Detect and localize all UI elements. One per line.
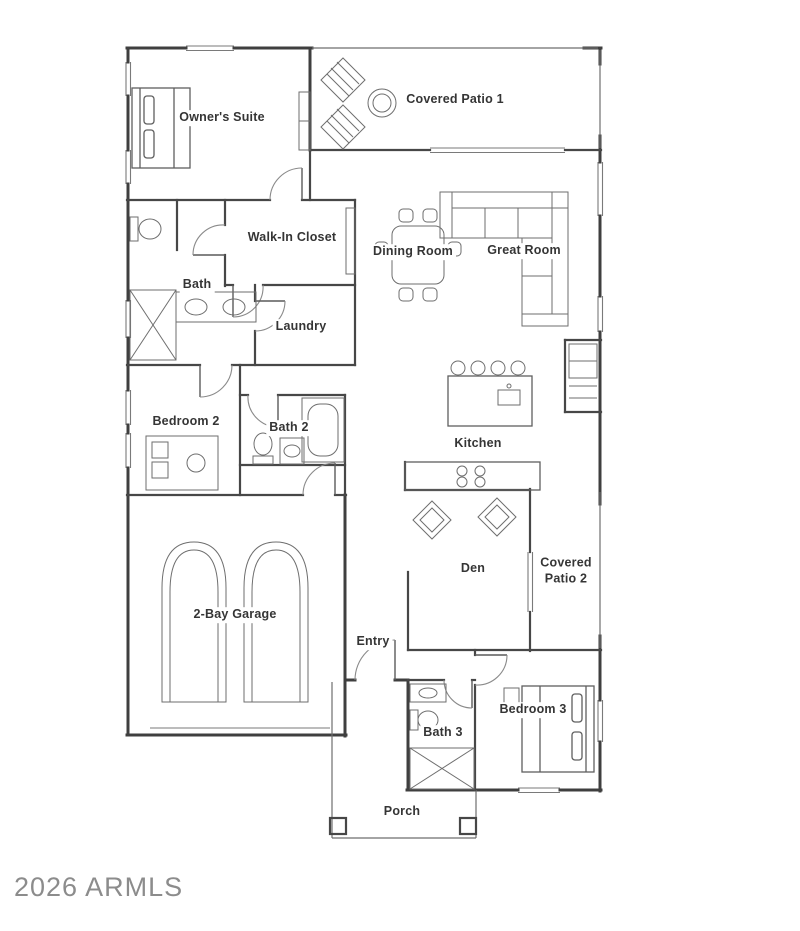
room-label-covered-patio-2: Covered Patio 2 <box>537 555 595 587</box>
desk-icon <box>145 435 219 491</box>
sink-3-icon <box>409 683 447 703</box>
armchair-icon <box>412 497 517 540</box>
patio-chairs-icon <box>320 57 366 150</box>
bed-icon <box>131 87 191 169</box>
room-label-den: Den <box>457 561 489 577</box>
sink-2-icon <box>279 437 305 465</box>
patio-table-icon <box>367 88 397 118</box>
toilet-2-icon <box>252 432 274 465</box>
toilet-icon <box>129 216 162 242</box>
room-label-entry: Entry <box>353 634 393 650</box>
cooktop-icon <box>404 461 541 491</box>
kitchen-island-icon <box>447 360 533 427</box>
dresser-icon <box>298 91 311 151</box>
room-label-owners-suite: Owner's Suite <box>176 110 268 126</box>
patio-screen-lines <box>312 47 601 839</box>
room-label-bath-3: Bath 3 <box>420 725 466 741</box>
bed-3-icon <box>503 685 595 773</box>
room-label-great-room: Great Room <box>484 243 564 259</box>
room-label-walk-in-closet: Walk-In Closet <box>244 230 340 246</box>
room-label-porch: Porch <box>380 804 424 820</box>
room-label-laundry: Laundry <box>272 319 330 335</box>
closet-shelf-icon <box>345 207 356 275</box>
window-marks <box>125 45 604 794</box>
car-icon <box>161 541 309 703</box>
room-label-bedroom-3: Bedroom 3 <box>496 702 570 718</box>
room-label-garage: 2-Bay Garage <box>190 607 280 623</box>
room-label-bedroom-2: Bedroom 2 <box>149 414 223 430</box>
watermark-text: 2026 ARMLS <box>14 872 184 902</box>
room-label-kitchen: Kitchen <box>451 436 505 452</box>
room-label-bath-2: Bath 2 <box>266 420 312 436</box>
vanity-sinks-icon <box>175 291 257 323</box>
shower-3-icon <box>409 747 475 790</box>
room-label-dining-room: Dining Room <box>370 244 456 260</box>
shower-icon <box>129 289 177 361</box>
fridge-icon <box>568 343 598 399</box>
door-swings <box>192 167 508 709</box>
room-label-covered-patio-1: Covered Patio 1 <box>403 92 507 108</box>
porch-posts <box>328 816 478 836</box>
room-label-bath: Bath <box>179 277 215 293</box>
sofa-icon <box>439 191 569 327</box>
